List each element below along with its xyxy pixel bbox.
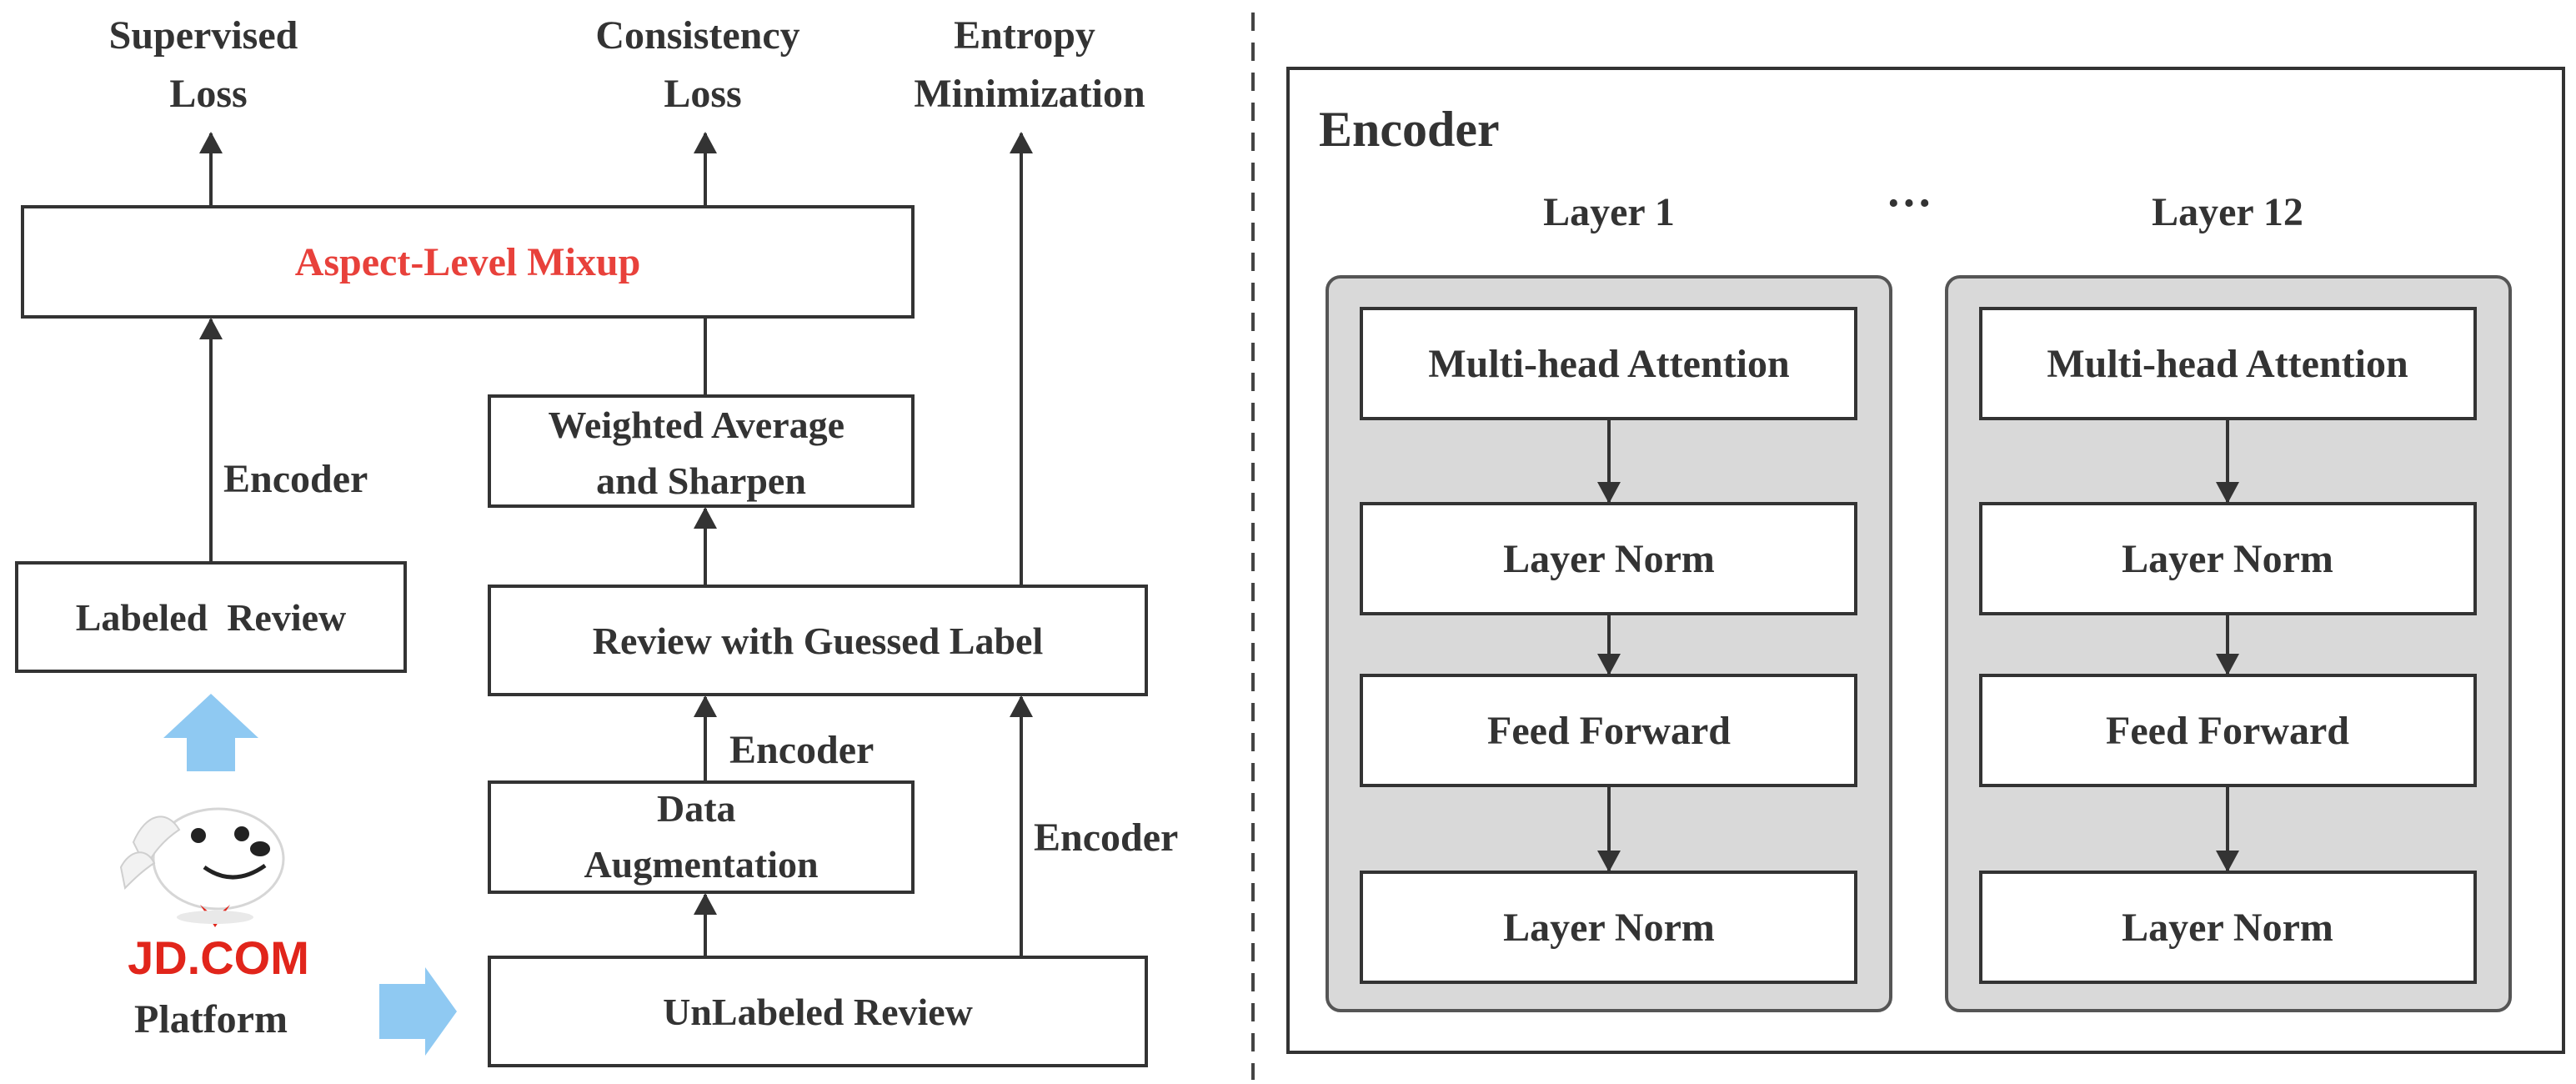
supervised-loss-label: Supervised Loss <box>109 13 308 116</box>
layer-12-feedforward-label: Feed Forward <box>2106 709 2349 753</box>
layer-ellipsis: ··· <box>1886 178 1932 229</box>
right-panel: Encoder Layer 1 ··· Layer 12 Multi-head … <box>1286 67 2565 1054</box>
layer-12-stack: Multi-head Attention Layer Norm Feed For… <box>1945 275 2512 1012</box>
data-augmentation-label: Data Augmentation <box>584 787 818 886</box>
left-panel: Supervised Loss Consistency Loss Entropy… <box>15 13 1178 1067</box>
encoder-title: Encoder <box>1319 102 1500 157</box>
unlabeled-review-box <box>488 956 1148 1067</box>
blue-up-arrow-icon <box>163 694 258 771</box>
layer-1-norm-1-label: Layer Norm <box>1503 537 1715 581</box>
aspect-level-mixup-label: Aspect-Level Mixup <box>295 240 641 284</box>
layer-1-feedforward-label: Feed Forward <box>1487 709 1731 753</box>
layer-12-norm-1-label: Layer Norm <box>2122 537 2333 581</box>
layer-1-attention-label: Multi-head Attention <box>1428 342 1789 386</box>
encoder-label-augmentation: Encoder <box>729 728 874 772</box>
platform-label: Platform <box>134 997 288 1041</box>
layer-1-norm-2-box <box>1360 871 1857 984</box>
layer-12-norm-1-box <box>1979 502 2477 615</box>
encoder-label-unlabeled: Encoder <box>1034 816 1178 860</box>
layer-12-attention-box <box>1979 307 2477 420</box>
weighted-average-box <box>488 394 915 508</box>
layer-12-norm-2-box <box>1979 871 2477 984</box>
layer-1-stack: Multi-head Attention Layer Norm Feed For… <box>1326 275 1892 1012</box>
blue-right-arrow-icon <box>379 967 457 1056</box>
layer-12-label: Layer 12 <box>2152 190 2303 234</box>
layer-1-norm-2-label: Layer Norm <box>1503 906 1715 950</box>
layer-1-norm-1-box <box>1360 502 1857 615</box>
entropy-minimization-label: Entropy Minimization <box>914 13 1145 116</box>
unlabeled-review-label: UnLabeled Review <box>663 991 973 1033</box>
guessed-label-label: Review with Guessed Label <box>593 620 1044 662</box>
guessed-label-box <box>488 585 1148 696</box>
encoder-label-labeled: Encoder <box>223 457 368 501</box>
layer-1-label: Layer 1 <box>1543 190 1675 234</box>
jd-logo-text: JD.COM <box>128 931 309 984</box>
layer-1-attention-box <box>1360 307 1857 420</box>
labeled-review-box <box>15 561 407 673</box>
consistency-loss-label: Consistency Loss <box>595 13 809 116</box>
weighted-average-label: Weighted Average and Sharpen <box>548 404 854 502</box>
data-augmentation-box <box>488 780 915 894</box>
labeled-review-label: Labeled Review <box>76 596 347 639</box>
layer-12-attention-label: Multi-head Attention <box>2047 342 2408 386</box>
jd-mascot-icon <box>119 807 285 927</box>
layer-12-norm-2-label: Layer Norm <box>2122 906 2333 950</box>
aspect-level-mixup-box <box>21 205 915 319</box>
